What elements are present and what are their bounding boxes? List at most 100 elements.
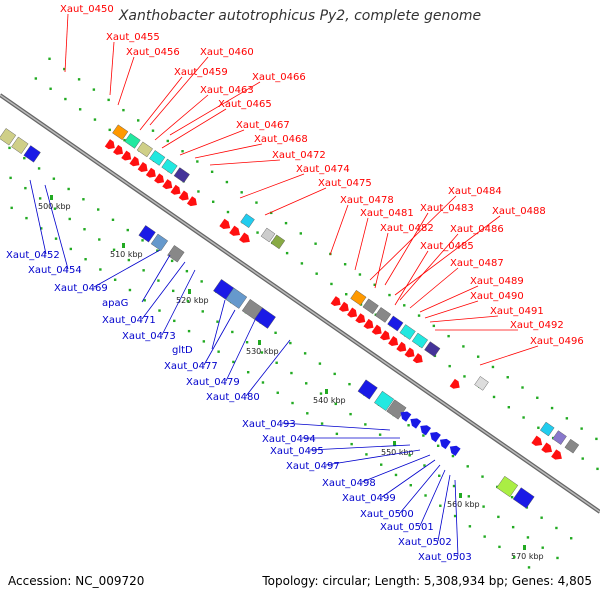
gene-arrow (420, 425, 432, 436)
gene-arrow (229, 225, 241, 236)
gene-box (564, 438, 580, 454)
gene-label: Xaut_0465 (218, 99, 272, 110)
gene-box (161, 158, 178, 175)
guide-dot (466, 465, 469, 468)
leader-line (424, 300, 479, 319)
gene (496, 475, 519, 498)
leader-line (419, 285, 479, 313)
guide-dot (438, 474, 441, 477)
guide-dot (348, 382, 351, 386)
gene-box (240, 213, 255, 228)
gene-label: Xaut_0466 (252, 72, 306, 83)
gene-arrow (113, 144, 124, 155)
gene (552, 430, 567, 445)
guide-dot (393, 443, 397, 447)
gene (539, 421, 555, 437)
leader-line (429, 315, 499, 323)
gene-label: Xaut_0489 (470, 276, 524, 287)
gene (374, 390, 395, 411)
guide-dot (315, 272, 318, 275)
guide-dot (424, 494, 427, 497)
guide-dot (9, 176, 12, 180)
guide-dot (388, 293, 391, 297)
leader-line (384, 212, 429, 286)
guide-dot (23, 156, 26, 160)
guide-dot (305, 382, 308, 385)
guide-dot (128, 288, 132, 292)
gene-box (173, 167, 190, 183)
guide-dot (93, 118, 97, 121)
gene (412, 353, 423, 364)
gene-label: Xaut_0471 (102, 315, 156, 326)
gene (124, 133, 141, 149)
gene-arrow (178, 190, 189, 201)
gene-box (138, 225, 156, 243)
guide-dot (345, 293, 348, 296)
gene-label: Xaut_0460 (200, 47, 254, 58)
guide-dot (40, 227, 43, 230)
guide-dot (232, 360, 235, 364)
gene-label: Xaut_0483 (420, 203, 474, 214)
guide-dot (185, 269, 189, 273)
gene (449, 378, 460, 389)
gene-arrow (379, 330, 390, 341)
gene (362, 298, 379, 315)
tick-mark (325, 389, 328, 394)
guide-dot (69, 247, 73, 251)
guide-dot (409, 484, 412, 487)
gene-label: Xaut_0482 (380, 223, 434, 234)
guide-dot (290, 371, 293, 375)
guide-dot (270, 211, 273, 215)
gene (357, 379, 378, 400)
guide-dot (187, 329, 191, 333)
gene (424, 341, 441, 357)
gene-box (149, 150, 166, 166)
leader-line (394, 250, 429, 306)
gene-arrow (239, 232, 250, 243)
gene-arrow (154, 173, 165, 184)
gene (239, 232, 250, 243)
gene (23, 145, 41, 163)
gene-box (124, 133, 141, 149)
guide-dot (506, 376, 509, 379)
gene (512, 487, 535, 509)
leader-line (409, 267, 459, 309)
gene-arrow (541, 442, 553, 453)
guide-dot (276, 391, 279, 394)
guide-dot (491, 365, 495, 369)
guide-dot (521, 386, 524, 389)
gene-box (512, 487, 535, 509)
gene-label: Xaut_0456 (126, 47, 180, 58)
guide-dot (463, 375, 466, 378)
guide-dot (422, 434, 425, 437)
guide-dot (462, 345, 465, 348)
gene (113, 144, 124, 155)
guide-dot (550, 406, 554, 410)
guide-dot (373, 283, 376, 286)
gene-label: Xaut_0463 (200, 85, 254, 96)
guide-dot (111, 218, 115, 221)
gene-label: Xaut_0469 (54, 283, 108, 294)
gene-arrow (137, 161, 148, 172)
guide-dot (34, 77, 38, 80)
leader-line (44, 184, 69, 270)
guide-dot (596, 467, 599, 471)
leader-line (239, 173, 305, 199)
guide-dot (67, 187, 70, 191)
gene (154, 173, 165, 184)
guide-dot (439, 504, 442, 507)
gene (150, 233, 169, 251)
leader-line (169, 81, 261, 136)
guide-dot (408, 454, 411, 457)
tick-label: 540 kbp (313, 396, 346, 405)
guide-dot (350, 442, 353, 446)
leader-line (437, 474, 451, 542)
gene-arrow (219, 218, 231, 230)
gene-label: Xaut_0475 (318, 178, 372, 189)
gene (145, 167, 156, 178)
guide-dot (211, 200, 215, 203)
gene-arrow (430, 432, 441, 443)
gene-label: Xaut_0488 (492, 206, 546, 217)
